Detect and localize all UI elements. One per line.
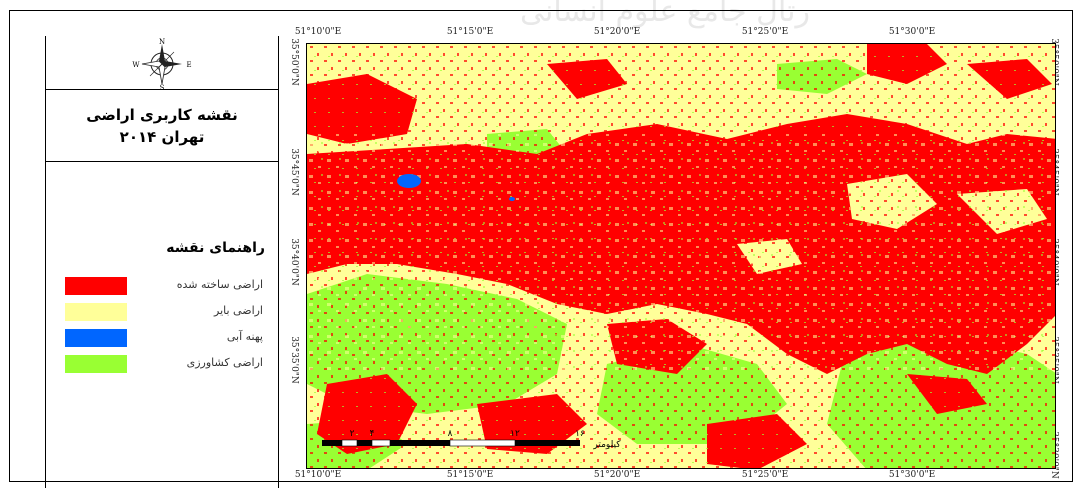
legend-swatch-agri (65, 355, 127, 373)
legend-label: اراضی بایر (214, 304, 263, 317)
watermark-text: رتال جامع علوم انسانی (520, 0, 810, 29)
scale-label: ۸ (448, 429, 453, 439)
tick-bottom: 51°25'0"E (741, 470, 789, 480)
map-title: نقشه کاربری اراضی (86, 105, 238, 124)
tick-bottom: 51°10'0"E (294, 470, 342, 480)
tick-left: 35°35'0"N (288, 336, 299, 384)
scale-label: ۱۶ (575, 429, 585, 439)
land-use-map: ۲ ۴ ۸ ۱۲ ۱۶ کیلومتر (306, 43, 1056, 469)
tick-bottom: 51°30'0"E (888, 470, 936, 480)
compass-e: E (186, 61, 191, 69)
map-frame (9, 10, 1073, 482)
tick-left: 35°45'0"N (288, 148, 299, 196)
tick-bottom: 51°20'0"E (593, 470, 641, 480)
compass-rose-icon: N S W E (132, 38, 191, 90)
sidebar-panel (45, 36, 279, 488)
scale-bar: ۲ ۴ ۸ ۱۲ ۱۶ کیلومتر (322, 429, 621, 450)
compass-w: W (132, 61, 140, 69)
scale-label: ۲ (350, 429, 355, 439)
map-title-box: نقشه کاربری اراضی تهران ۲۰۱۴ (45, 90, 279, 162)
scale-label: ۴ (370, 429, 375, 439)
compass-s: S (160, 84, 165, 90)
map-subtitle: تهران ۲۰۱۴ (119, 127, 205, 146)
tick-top: 51°25'0"E (741, 27, 789, 37)
legend-item: اراضی کشاورزی (65, 355, 265, 375)
scale-unit: کیلومتر (592, 440, 621, 450)
legend-label: پهنه آبی (226, 330, 263, 343)
tick-left: 35°40'0"N (288, 238, 299, 286)
compass-n: N (159, 38, 165, 46)
legend-title: راهنمای نقشه (166, 240, 265, 256)
legend-item: اراضی ساخته شده (65, 277, 265, 297)
tick-top: 51°10'0"E (294, 27, 342, 37)
tick-top: 51°20'0"E (593, 27, 641, 37)
scale-label: ۱۲ (510, 429, 520, 439)
legend-label: اراضی ساخته شده (176, 278, 263, 291)
water-body (397, 174, 421, 188)
legend-label: اراضی کشاورزی (186, 356, 263, 369)
legend-swatch-built (65, 277, 127, 295)
legend-item: اراضی بایر (65, 303, 265, 323)
tick-top: 51°15'0"E (446, 27, 494, 37)
legend-item: پهنه آبی (65, 329, 265, 349)
legend-swatch-barren (65, 303, 127, 321)
land-use-raster: ۲ ۴ ۸ ۱۲ ۱۶ کیلومتر (307, 44, 1055, 468)
tick-top: 51°30'0"E (888, 27, 936, 37)
legend-swatch-water (65, 329, 127, 347)
tick-left: 35°50'0"N (288, 38, 299, 86)
tick-bottom: 51°15'0"E (446, 470, 494, 480)
north-arrow-box: N S W E (45, 36, 279, 90)
